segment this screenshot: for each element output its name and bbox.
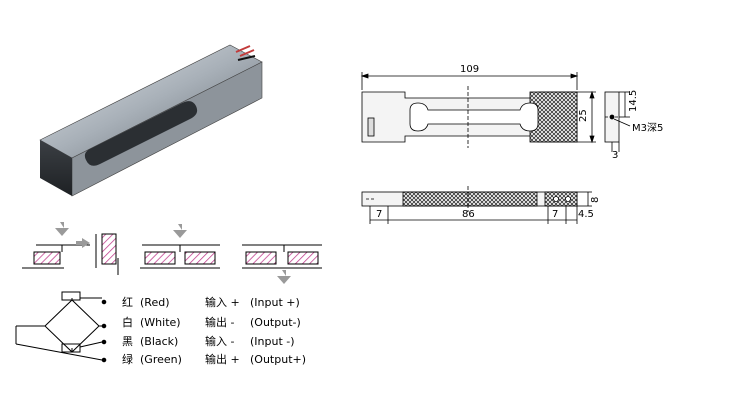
dim-length-label: 109 bbox=[460, 64, 479, 75]
arrow-down-icon bbox=[55, 222, 69, 236]
mounting-illustrations bbox=[22, 222, 322, 284]
dim-height-label: 25 bbox=[578, 109, 589, 122]
dim-center-label: 86 bbox=[462, 209, 475, 220]
bottom-view-drawing bbox=[361, 186, 592, 224]
wire-black-desc: (Input -) bbox=[250, 335, 295, 348]
wiring-legend: 红 (Red) 输入 + (Input +) 白 (White) 输出 - (O… bbox=[122, 295, 306, 366]
cable-black-icon bbox=[237, 55, 256, 61]
wire-green-role: 输出 + bbox=[205, 352, 240, 366]
wire-white-role: 输出 - bbox=[205, 315, 234, 329]
wire-green-name: (Green) bbox=[140, 353, 182, 366]
resistor-icon-2 bbox=[61, 343, 81, 353]
bridge-circuit bbox=[15, 291, 107, 363]
wire-red-role: 输入 + bbox=[205, 295, 240, 309]
resistor-icon bbox=[61, 291, 81, 301]
wire-red-color: 红 bbox=[122, 296, 133, 309]
dim-hole-offset-label: 14.5 bbox=[628, 90, 639, 112]
load-cell-photo bbox=[39, 44, 263, 197]
dim-thickness-label: 8 bbox=[590, 197, 601, 203]
arrow-right-icon bbox=[76, 238, 90, 248]
wire-green-desc: (Output+) bbox=[250, 353, 306, 366]
wire-black-color: 黑 bbox=[122, 335, 133, 348]
arrow-down-icon-2 bbox=[173, 224, 187, 238]
wire-white-name: (White) bbox=[140, 316, 181, 329]
load-cell-side-face bbox=[40, 140, 72, 196]
load-cell-slot bbox=[84, 101, 198, 166]
wire-red-name: (Red) bbox=[140, 296, 169, 309]
wire-white-color: 白 bbox=[122, 315, 133, 329]
wire-red-desc: (Input +) bbox=[250, 296, 300, 309]
dim-edge-label: 3 bbox=[612, 150, 618, 161]
wire-green-color: 绿 bbox=[122, 352, 133, 366]
dim-left-label: 7 bbox=[376, 209, 382, 220]
dim-right-label: 7 bbox=[552, 209, 558, 220]
dim-end-label: 4.5 bbox=[578, 209, 594, 220]
dim-thread-label: M3深5 bbox=[632, 122, 663, 134]
wire-black-name: (Black) bbox=[140, 335, 178, 348]
top-view-drawing bbox=[360, 72, 631, 152]
wire-white-desc: (Output-) bbox=[250, 316, 301, 329]
cable-icon bbox=[235, 45, 255, 57]
wire-black-role: 输入 - bbox=[205, 334, 234, 348]
arrow-down-icon-3 bbox=[277, 270, 291, 284]
